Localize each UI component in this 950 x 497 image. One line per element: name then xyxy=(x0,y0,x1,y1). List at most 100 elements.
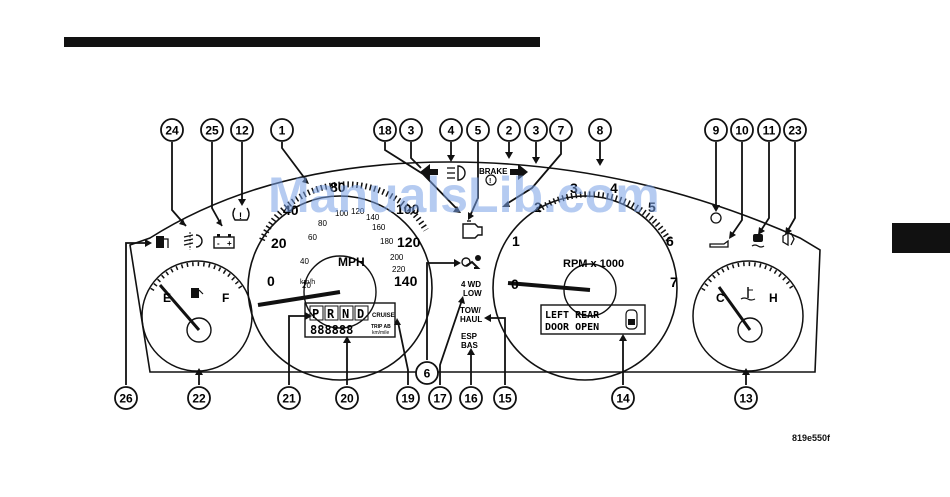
check-engine-icon xyxy=(462,220,483,239)
section-tab xyxy=(892,223,950,253)
callout-number: 14 xyxy=(616,392,630,406)
fog-light-icon xyxy=(183,232,203,250)
callout-number: 15 xyxy=(498,392,512,406)
trip-label: TRIP AB xyxy=(371,324,391,330)
fuel-small-icon xyxy=(191,288,204,298)
callout-number: 5 xyxy=(475,124,482,138)
callout-number: 11 xyxy=(763,124,776,138)
brake-warning-icon: BRAKE ! xyxy=(479,167,508,186)
odometer-display: P R N D CRUISE 888888 TRIP AB km/mile xyxy=(304,302,396,338)
callout-number: 2 xyxy=(506,124,513,138)
callout-c11: 11 xyxy=(757,118,781,142)
callout-number: 17 xyxy=(433,392,447,406)
turn-right-arrow-icon xyxy=(510,164,528,180)
callout-number: 20 xyxy=(340,392,354,406)
door-icon xyxy=(625,309,638,330)
rpm-needle xyxy=(507,281,591,292)
kmh-unit: km/h xyxy=(300,279,315,286)
callout-c5: 5 xyxy=(466,118,490,142)
battery-icon: - + xyxy=(213,234,235,249)
callout-number: 1 xyxy=(279,124,286,138)
rpm-label-5: 5 xyxy=(648,199,656,215)
kmh-label-60: 60 xyxy=(308,233,317,242)
oil-pressure-icon xyxy=(709,239,729,248)
fuel-gauge: E F xyxy=(141,260,253,372)
temp-needle xyxy=(717,286,752,331)
temp-hot-label: H xyxy=(769,291,778,305)
callout-number: 16 xyxy=(464,392,478,406)
leader-arrowheads xyxy=(145,152,792,375)
mph-label-0: 0 xyxy=(267,273,275,289)
callout-c17: 17 xyxy=(428,386,452,410)
callout-c10: 10 xyxy=(730,118,754,142)
haul-label: HAUL xyxy=(460,315,482,324)
mph-label-40: 40 xyxy=(283,202,299,218)
hazard-icon xyxy=(782,231,795,247)
airbag-icon xyxy=(461,255,481,269)
callout-number: 6 xyxy=(424,367,431,381)
callout-c9: 9 xyxy=(704,118,728,142)
gear-n: N xyxy=(342,307,349,321)
callout-c13: 13 xyxy=(734,386,758,410)
gear-d: D xyxy=(357,307,364,321)
fuel-full-label: F xyxy=(222,291,229,305)
callout-c2: 2 xyxy=(497,118,521,142)
callout-number: 26 xyxy=(119,392,133,406)
mph-label-100: 100 xyxy=(396,201,420,217)
watermark: ManualsLib.com xyxy=(268,167,660,223)
callout-number: 13 xyxy=(739,392,753,406)
rpm-label-0: 0 xyxy=(511,276,519,292)
temperature-gauge: C H xyxy=(692,260,804,372)
callout-c21: 21 xyxy=(277,386,301,410)
callout-c20: 20 xyxy=(335,386,359,410)
kmh-label-180: 180 xyxy=(380,237,394,246)
callout-c7: 7 xyxy=(549,118,573,142)
gear-r: R xyxy=(327,307,335,321)
high-beam-icon xyxy=(447,165,466,181)
callout-number: 7 xyxy=(558,124,565,138)
center-indicator-labels: 4 WD LOW TOW/ HAUL ESP BAS xyxy=(460,280,482,350)
gear-p: P xyxy=(312,307,319,321)
odometer-digits: 888888 xyxy=(310,323,353,337)
rpm-label-4: 4 xyxy=(610,180,618,196)
callout-c18: 18 xyxy=(373,118,397,142)
cluster-outline xyxy=(129,161,821,373)
tire-pressure-icon: ! xyxy=(232,207,250,221)
callout-number: 21 xyxy=(282,392,296,406)
callout-c25: 25 xyxy=(200,118,224,142)
esp-label: ESP xyxy=(461,332,478,341)
svg-text:!: ! xyxy=(239,211,242,221)
coolant-icon xyxy=(740,287,756,301)
speed-needle xyxy=(257,290,341,307)
rpm-label-3: 3 xyxy=(570,180,578,196)
callout-number: 25 xyxy=(205,124,219,138)
rpm-label-6: 6 xyxy=(666,233,674,249)
kmh-label-80: 80 xyxy=(318,219,327,228)
callout-c4: 4 xyxy=(439,118,463,142)
callout-c24: 24 xyxy=(160,118,184,142)
temp-cold-label: C xyxy=(716,291,725,305)
kmh-label-200: 200 xyxy=(390,253,404,262)
svg-text:!: ! xyxy=(489,178,491,185)
mph-label-80: 80 xyxy=(330,179,346,195)
callout-c22: 22 xyxy=(187,386,211,410)
rpm-unit: RPM x 1000 xyxy=(563,258,624,270)
kmh-label-40: 40 xyxy=(300,257,309,266)
fuel-empty-label: E xyxy=(163,291,171,305)
callout-number: 4 xyxy=(448,124,455,138)
callout-number: 3 xyxy=(408,124,415,138)
skid-icon xyxy=(751,234,765,248)
callout-c6: 6 xyxy=(415,361,439,385)
mph-label-140: 140 xyxy=(394,273,418,289)
turn-left-arrow-icon xyxy=(420,164,438,180)
kmh-label-140: 140 xyxy=(366,213,380,222)
callout-number: 3 xyxy=(533,124,540,138)
callout-c8: 8 xyxy=(588,118,612,142)
callout-c23: 23 xyxy=(783,118,807,142)
kmh-label-220: 220 xyxy=(392,265,406,274)
rpm-label-2: 2 xyxy=(534,199,542,215)
mph-label-20: 20 xyxy=(271,235,287,251)
speedometer: 20 40 80 100 120 140 0 MPH 20 40 60 80 1… xyxy=(247,179,433,381)
